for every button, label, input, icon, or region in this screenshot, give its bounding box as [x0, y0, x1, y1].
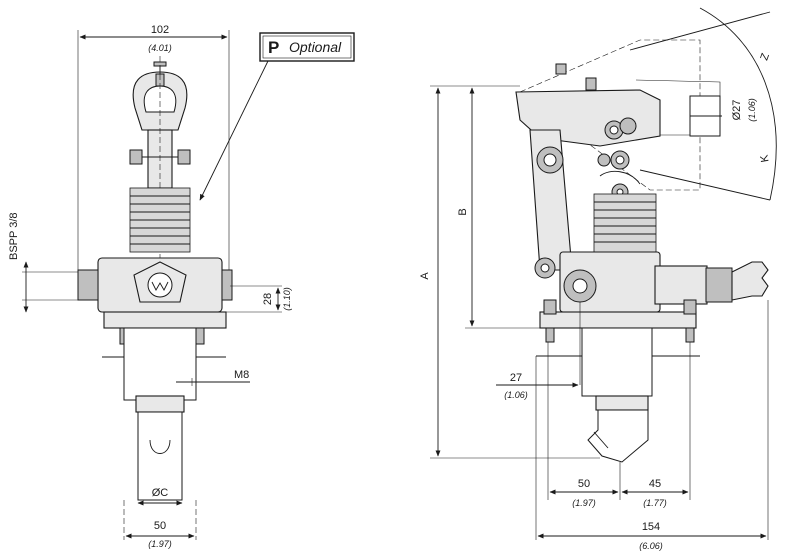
diameter-label: ØC: [152, 487, 169, 499]
dim-a-label: A: [419, 272, 431, 280]
mount-bolt-side-left: [545, 327, 555, 343]
total-in: (6.06): [639, 541, 663, 551]
front-width-mm: 102: [151, 24, 169, 36]
offset-in: (1.06): [504, 390, 528, 400]
thread-label: M8: [234, 369, 249, 381]
span2-in: (1.77): [643, 498, 667, 508]
dim-z-label: Z: [758, 52, 772, 63]
front-width-in: (4.01): [148, 43, 172, 53]
span1-in: (1.97): [572, 498, 596, 508]
port-fitting-left: [77, 269, 99, 301]
callout-text: Optional: [289, 39, 342, 55]
cylinder-collar: [135, 395, 185, 413]
cylinder-housing: [123, 327, 197, 401]
suction-tube: [137, 411, 183, 501]
bore-mm: Ø27: [731, 100, 743, 121]
angled-outlet: [587, 409, 649, 463]
span2-mm: 45: [649, 478, 661, 490]
base-plate: [103, 311, 227, 329]
release-knob: [133, 261, 187, 303]
base-width-in: (1.97): [148, 539, 172, 549]
base-plate-side: [539, 311, 697, 329]
port-label: BSPP 3/8: [8, 213, 20, 261]
offset-mm: 27: [510, 372, 522, 384]
side-view: [430, 7, 777, 540]
outlet-fitting: [705, 267, 733, 303]
callout-leader: [199, 60, 269, 201]
front-height-in: (1.10): [282, 287, 292, 311]
dim-b-label: B: [457, 208, 469, 215]
front-view: [22, 30, 282, 540]
outlet-extension: [654, 265, 708, 305]
span1-mm: 50: [578, 478, 590, 490]
base-width-mm: 50: [154, 520, 166, 532]
cylinder-side: [581, 327, 653, 397]
bore-in: (1.06): [747, 98, 757, 122]
dim-k-label: K: [758, 153, 771, 163]
total-mm: 154: [642, 521, 660, 533]
release-valve-knob: [731, 261, 769, 301]
bellows-side: [593, 193, 657, 253]
bellows: [129, 187, 191, 253]
swing-arc: [699, 7, 777, 201]
optional-callout: [199, 32, 355, 201]
callout-letter: P: [268, 38, 279, 57]
front-height-mm: 28: [262, 293, 274, 305]
mount-bolt-right: [195, 327, 205, 345]
mount-bolt-side-right: [685, 327, 695, 343]
